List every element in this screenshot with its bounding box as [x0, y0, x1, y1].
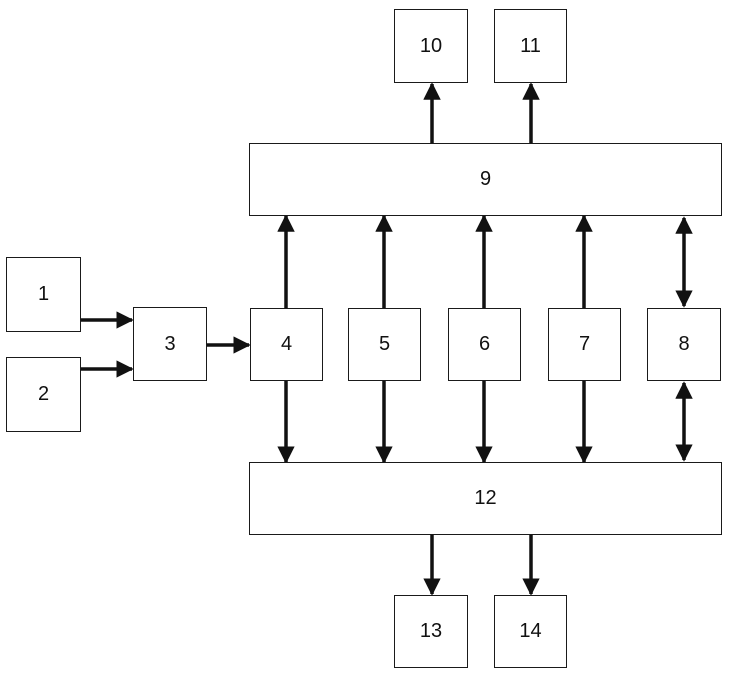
block-2: 2 — [6, 357, 81, 432]
block-14: 14 — [494, 595, 567, 668]
block-11: 11 — [494, 9, 567, 83]
block-9-label: 9 — [479, 168, 492, 190]
block-6-label: 6 — [478, 333, 491, 355]
block-4-label: 4 — [280, 333, 293, 355]
block-4: 4 — [250, 308, 323, 381]
block-7-label: 7 — [578, 333, 591, 355]
block-8-label: 8 — [678, 333, 690, 355]
block-13-label: 13 — [419, 620, 443, 642]
block-3: 3 — [133, 307, 207, 381]
block-12-label: 12 — [474, 487, 497, 509]
block-13: 13 — [394, 595, 468, 668]
block-2-label: 2 — [37, 383, 50, 405]
block-11-label: 11 — [520, 34, 541, 57]
block-6: 6 — [448, 308, 521, 381]
block-1: 1 — [6, 257, 81, 332]
block-14-label: 14 — [519, 620, 542, 642]
block-8: 8 — [647, 308, 721, 381]
block-10: 10 — [394, 9, 468, 83]
block-12: 12 — [249, 462, 722, 535]
block-10-label: 10 — [419, 34, 443, 57]
block-3-label: 3 — [164, 332, 176, 355]
block-5: 5 — [348, 308, 421, 381]
block-9: 9 — [249, 143, 722, 216]
block-7: 7 — [548, 308, 621, 381]
block-1-label: 1 — [37, 283, 50, 305]
block-5-label: 5 — [378, 333, 391, 355]
